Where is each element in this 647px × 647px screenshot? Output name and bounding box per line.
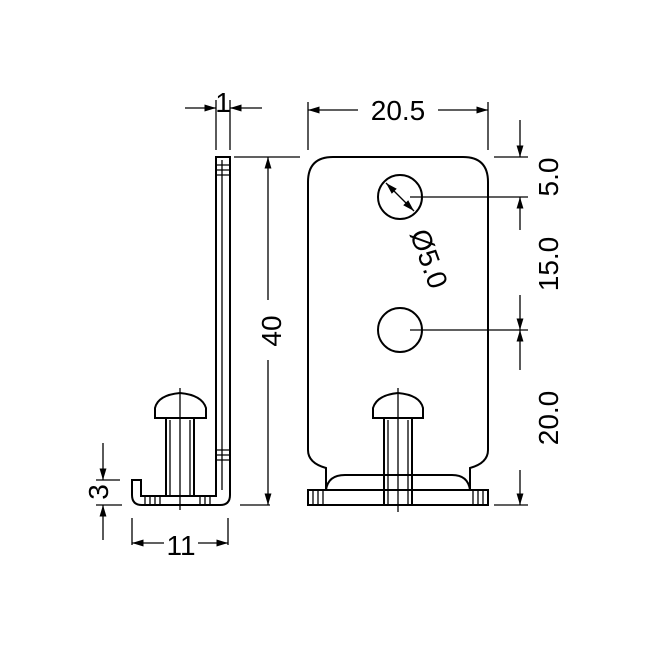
dim-top-to-hole-label: 5.0: [533, 158, 564, 197]
dim-thickness-label: 1: [215, 87, 231, 118]
screw-front: [372, 388, 424, 512]
dim-hole-to-bottom-label: 20.0: [533, 391, 564, 446]
dim-depth-label: 11: [166, 530, 195, 561]
dim-thickness: 1: [185, 87, 262, 150]
dim-flange-label: 3: [83, 484, 114, 500]
dim-width-label: 20.5: [371, 95, 426, 126]
dim-height: 40: [234, 156, 300, 506]
dim-vertical-chain: 5.0 15.0 20.0: [410, 120, 564, 506]
dim-height-label: 40: [256, 315, 287, 346]
dim-width: 20.5: [307, 95, 489, 150]
dim-hole-spacing-label: 15.0: [533, 237, 564, 292]
dim-depth: 11: [131, 518, 229, 561]
side-view: [131, 156, 231, 510]
dim-flange: 3: [83, 443, 122, 540]
screw-side: [154, 388, 207, 510]
front-view: Ø5.0: [307, 156, 489, 512]
dim-hole-diameter-label: Ø5.0: [404, 225, 454, 293]
